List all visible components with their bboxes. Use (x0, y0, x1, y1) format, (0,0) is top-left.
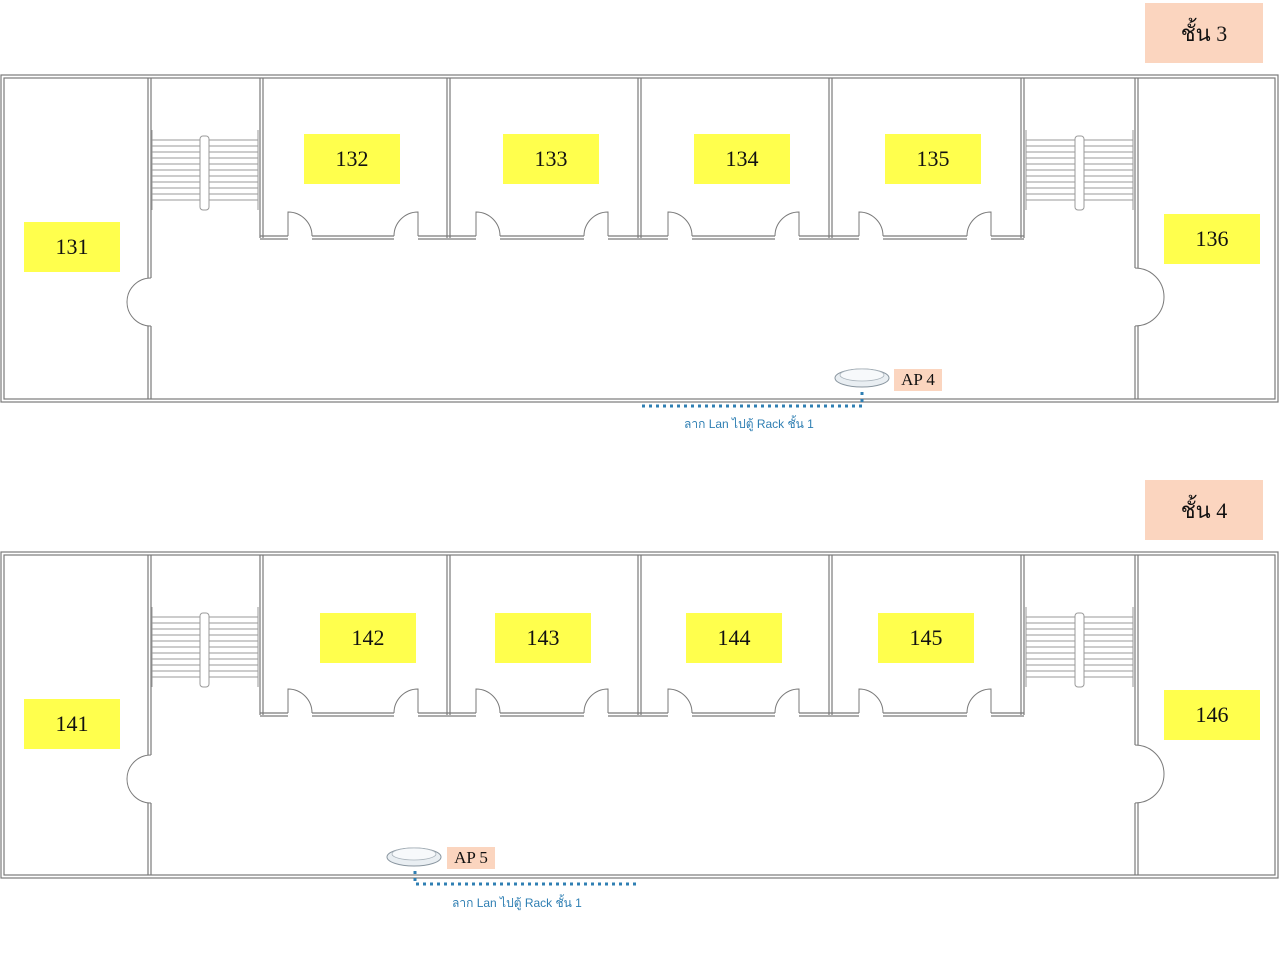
room-tag: 141 (24, 699, 120, 749)
room-tag: 132 (304, 134, 400, 184)
room-tag: 144 (686, 613, 782, 663)
stair-icon (151, 607, 259, 688)
floor-label: ชั้น 3 (1145, 3, 1263, 63)
access-point-label: AP 4 (894, 369, 942, 391)
room-tag: 145 (878, 613, 974, 663)
cable-note: ลาก Lan ไปตู้ Rack ชั้น 1 (684, 417, 814, 431)
room-tag: 131 (24, 222, 120, 272)
cable-note: ลาก Lan ไปตู้ Rack ชั้น 1 (452, 896, 582, 910)
room-tag: 133 (503, 134, 599, 184)
stair-icon (1025, 607, 1134, 688)
floor-4-walls (0, 551, 1279, 886)
floor-label: ชั้น 4 (1145, 480, 1263, 540)
stair-icon (151, 130, 259, 211)
door-icon (126, 688, 1165, 804)
floor-3-plan: ชั้น 3 131 132 133 134 135 136 AP 4 ลาก … (0, 3, 1279, 431)
access-point-icon (834, 368, 890, 388)
floor-4-plan: ชั้น 4 141 142 143 144 145 146 AP 5 ลาก … (0, 477, 1280, 957)
stair-icon (1025, 130, 1134, 211)
floor-3-walls (0, 74, 1279, 408)
room-tag: 143 (495, 613, 591, 663)
room-tag: 136 (1164, 214, 1260, 264)
access-point-icon (386, 847, 442, 867)
lan-cable-line (413, 871, 637, 886)
access-point-label: AP 5 (447, 847, 495, 869)
room-tag: 134 (694, 134, 790, 184)
room-tag: 135 (885, 134, 981, 184)
room-tag: 146 (1164, 690, 1260, 740)
door-icon (126, 211, 1165, 327)
room-tag: 142 (320, 613, 416, 663)
lan-cable-line (642, 392, 864, 408)
